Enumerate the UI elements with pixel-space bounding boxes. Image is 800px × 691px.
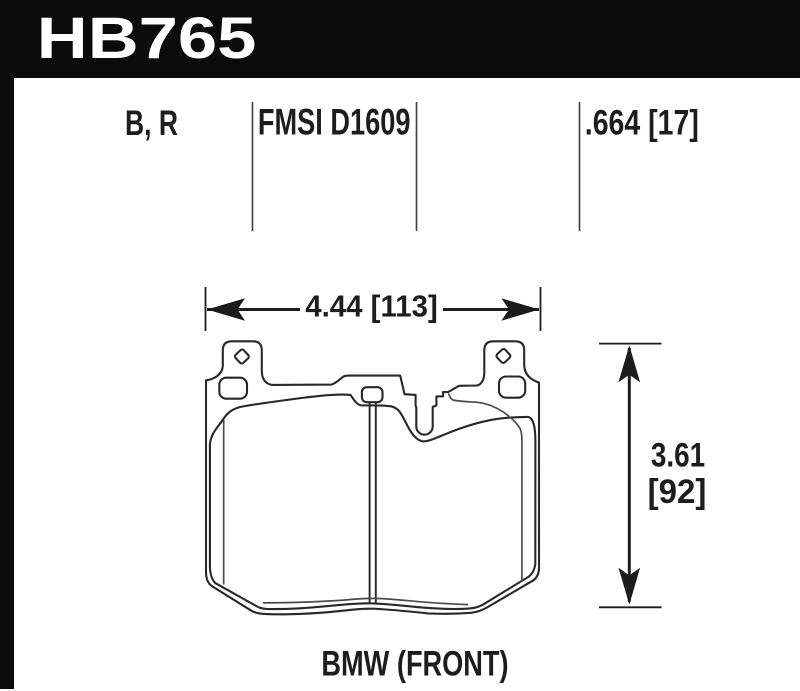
- svg-text:BMW (FRONT): BMW (FRONT): [321, 643, 508, 683]
- svg-text:[92]: [92]: [648, 474, 707, 512]
- svg-text:B, R: B, R: [125, 103, 178, 142]
- svg-text:4.44 [113]: 4.44 [113]: [305, 290, 438, 324]
- svg-text:.664 [17]: .664 [17]: [585, 103, 699, 142]
- svg-text:3.61: 3.61: [651, 436, 705, 474]
- svg-text:HB765: HB765: [37, 5, 257, 71]
- svg-text:FMSI D1609: FMSI D1609: [258, 100, 411, 142]
